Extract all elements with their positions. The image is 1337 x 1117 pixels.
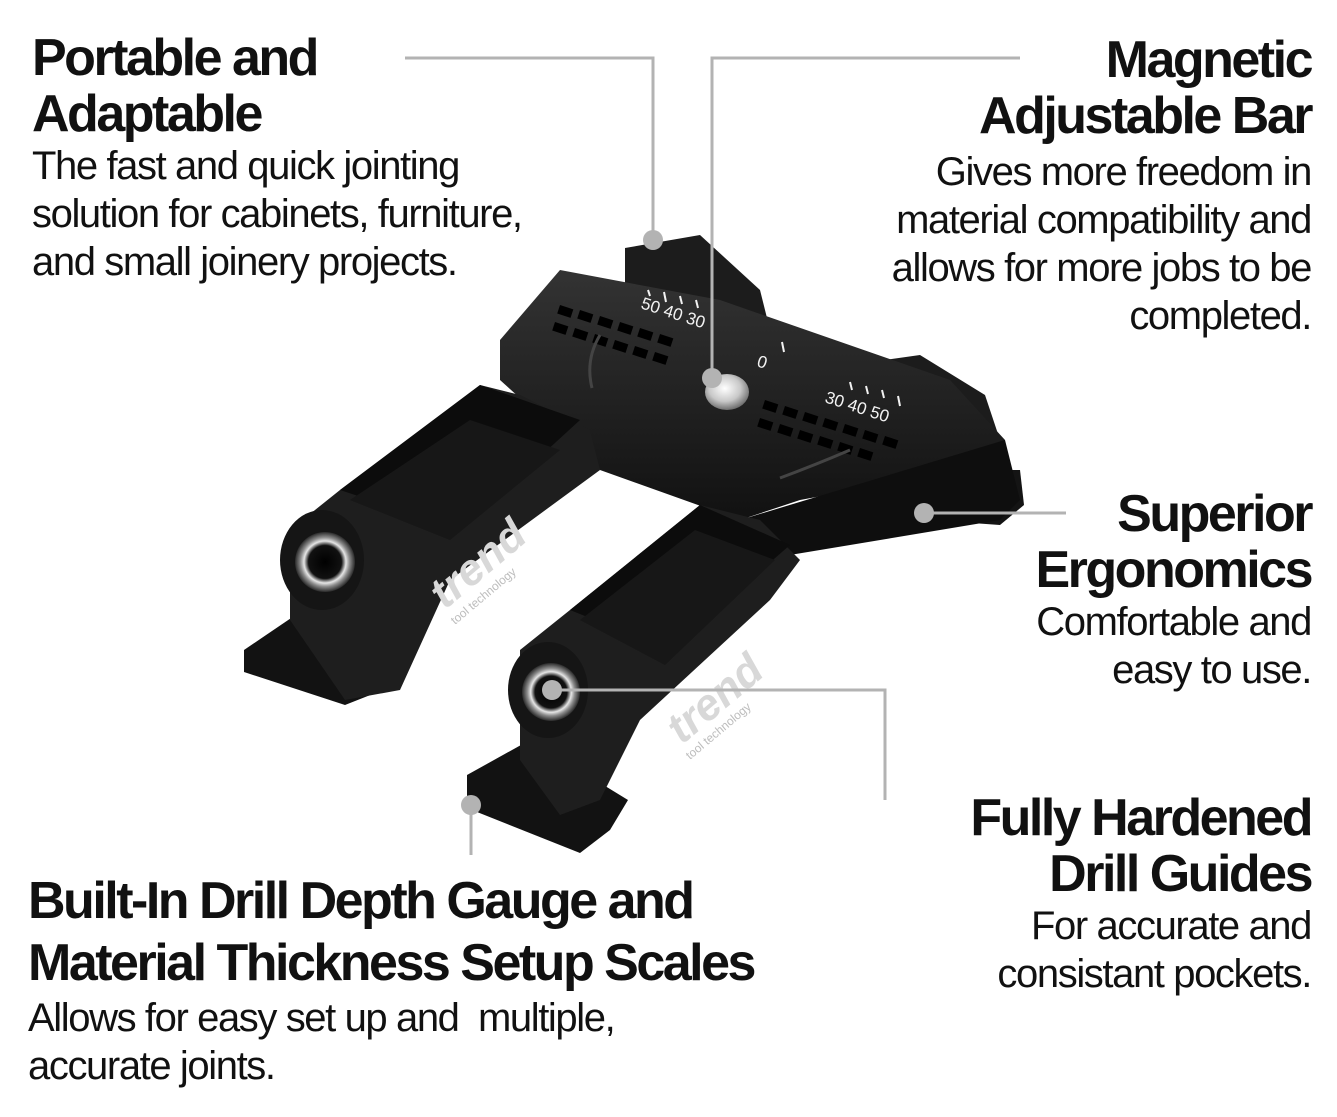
desc-line: accurate joints. — [28, 1044, 276, 1088]
title-line: Portable and — [32, 29, 319, 87]
feature-hardened-desc: For accurate and consistant pockets. — [791, 902, 1312, 998]
feature-portable-title: Portable and Adaptable — [32, 30, 652, 142]
desc-line: Allows for easy set up and multiple, — [28, 996, 616, 1040]
title-line: Magnetic — [1105, 31, 1314, 89]
title-line: Adjustable Bar — [979, 87, 1313, 145]
drill-bore-left-icon — [295, 532, 355, 592]
adjustable-bar: 50 40 30 0 30 40 50 — [500, 270, 1020, 560]
feature-hardened: Fully Hardened Drill Guides For accurate… — [791, 789, 1313, 998]
title-line: Material Thickness Setup Scales — [28, 934, 756, 992]
title-line: Drill Guides — [1049, 845, 1313, 903]
desc-line: allows for more jobs to be — [891, 246, 1313, 290]
title-line: Ergonomics — [1035, 541, 1314, 599]
feature-depth-title: Built-In Drill Depth Gauge and Material … — [28, 870, 928, 994]
desc-line: For accurate and — [1031, 904, 1312, 948]
feature-depth-gauge: Built-In Drill Depth Gauge and Material … — [28, 870, 928, 1090]
desc-line: material compatibility and — [896, 198, 1312, 242]
desc-line: easy to use. — [1112, 648, 1312, 692]
feature-ergonomics: Superior Ergonomics Comfortable and easy… — [891, 485, 1314, 694]
drill-guide-right: trend tool technology — [508, 505, 800, 815]
feature-portable-desc: The fast and quick jointing solution for… — [32, 142, 652, 286]
feature-portable: Portable and Adaptable The fast and quic… — [32, 30, 652, 286]
desc-line: consistant pockets. — [997, 952, 1312, 996]
title-line: Built-In Drill Depth Gauge and — [28, 872, 695, 930]
feature-ergonomics-title: Superior Ergonomics — [891, 485, 1314, 599]
desc-line: Gives more freedom in — [935, 150, 1313, 194]
desc-line: Comfortable and — [1036, 600, 1312, 644]
callout-lines — [405, 56, 1066, 855]
title-line: Adaptable — [32, 85, 263, 143]
desc-line: and small joinery projects. — [32, 240, 458, 284]
desc-line: solution for cabinets, furniture, — [32, 192, 523, 236]
desc-line: completed. — [1129, 294, 1312, 338]
feature-depth-desc: Allows for easy set up and multiple, acc… — [28, 994, 928, 1090]
feature-magnetic: Magnetic Adjustable Bar Gives more freed… — [751, 31, 1314, 340]
title-line: Superior — [1117, 485, 1313, 543]
feature-magnetic-desc: Gives more freedom in material compatibi… — [751, 148, 1313, 340]
feature-magnetic-title: Magnetic Adjustable Bar — [751, 31, 1314, 145]
feature-ergonomics-desc: Comfortable and easy to use. — [891, 598, 1312, 694]
feature-hardened-title: Fully Hardened Drill Guides — [791, 789, 1313, 903]
title-line: Fully Hardened — [970, 789, 1313, 847]
desc-line: The fast and quick jointing — [32, 144, 460, 188]
